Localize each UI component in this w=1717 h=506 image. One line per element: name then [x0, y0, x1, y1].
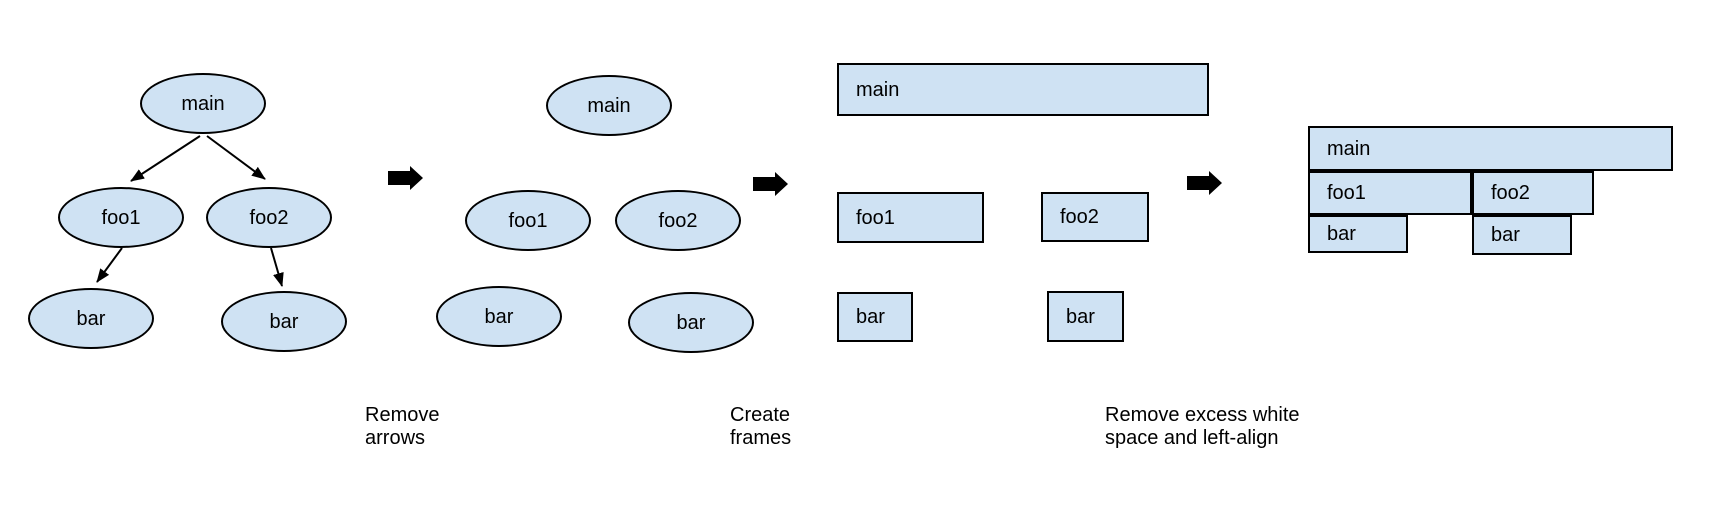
stage1-node-bar-left: bar [28, 288, 154, 349]
stage4-frame-foo1: foo1 [1308, 171, 1472, 215]
stage4-frame-foo2: foo2 [1472, 171, 1594, 215]
stage3-frame-foo1: foo1 [837, 192, 984, 243]
stage4-frame-bar-right: bar [1472, 215, 1572, 255]
edge-foo1-bar-arrow-icon [96, 247, 123, 283]
stage1-node-bar-right: bar [221, 291, 347, 352]
block-arrow-icon-step2 [753, 172, 788, 196]
step-label-remove-arrows: Remove arrows [365, 404, 440, 449]
stage1-node-main: main [140, 73, 266, 134]
stage3-frame-bar-left: bar [837, 292, 913, 342]
stage3-frame-bar-right: bar [1047, 291, 1124, 342]
stage2-node-foo1: foo1 [465, 190, 591, 251]
edge-foo2-bar-arrow-icon [270, 247, 284, 287]
stage2-node-bar-right: bar [628, 292, 754, 353]
edge-main-foo2-arrow-icon [206, 135, 266, 180]
stage2-node-foo2: foo2 [615, 190, 741, 251]
stage2-node-bar-left: bar [436, 286, 562, 347]
step-label-create-frames: Create frames [730, 404, 792, 449]
stage4-frame-bar-left: bar [1308, 215, 1408, 253]
edge-main-foo1-arrow-icon [130, 135, 201, 182]
stage3-frame-foo2: foo2 [1041, 192, 1149, 242]
block-arrow-icon-step1 [388, 166, 423, 190]
step-label-left-align: Remove excess white space and left-align [1105, 404, 1300, 449]
stage1-node-foo2: foo2 [206, 187, 332, 248]
stage1-node-foo1: foo1 [58, 187, 184, 248]
stage3-frame-main: main [837, 63, 1209, 116]
block-arrow-icon-step3 [1187, 171, 1222, 195]
stage4-frame-main: main [1308, 126, 1673, 171]
stage2-node-main: main [546, 75, 672, 136]
